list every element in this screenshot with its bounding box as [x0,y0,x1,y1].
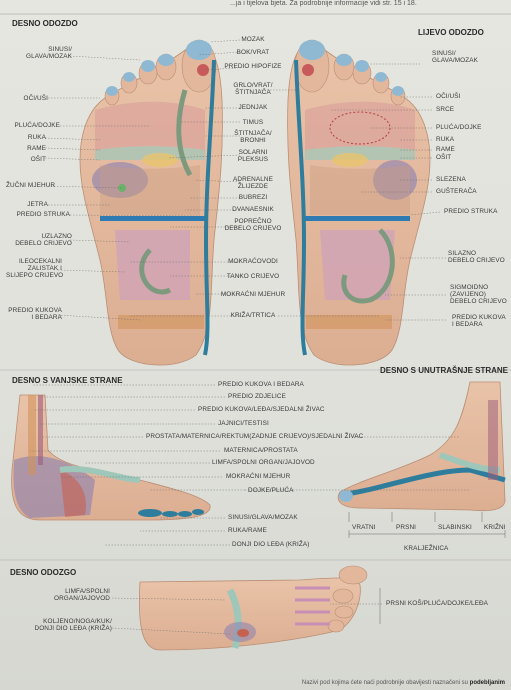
leader-lines [30,39,470,635]
inner-label-2: SLABINSKI [438,524,472,531]
inner-label-1: PRSNI [396,524,417,531]
right-sole-foot [79,39,223,366]
right-label-5: RAME [436,146,455,153]
left-label-8: PREDIO STRUKA [16,211,70,218]
left-label-0: SINUSI/GLAVA/MOZAK [26,46,72,60]
left-sole-foot [287,39,431,366]
center-label-1: BOK/VRAT [236,49,270,56]
center-label-3: GRLO/VRAT/ŠTITNJAČA [233,82,273,96]
right-label-8: GUŠTERAČA [436,188,477,195]
right-label-2: SRCE [436,106,455,113]
heading-outer-side: DESNO S VANJSKE STRANE [12,376,123,385]
inner-label-4: KRALJEŽNICA [404,545,449,552]
side-label-0: PREDIO KUKOVA I BEDARA [218,381,304,388]
inner-side-foot [337,381,506,512]
side-label-10: RUKA/RAME [228,527,267,534]
right-label-4: RUKA [436,136,455,143]
right-label-9: PREDIO STRUKA [444,208,498,215]
right-label-1: OČI/UŠI [436,93,461,100]
right-label-6: OŠIT [436,154,452,161]
center-label-9: BUBREZI [238,194,268,201]
top-left-label-1: KOLJENO/NOGA/KUK/DONJI DIO LEĐA (KRIŽA) [34,618,112,632]
left-label-1: OČI/UŠI [23,95,48,102]
left-label-4: RAME [27,145,46,152]
spine-brackets [348,512,506,624]
footer-note: Nazivi pod kojima ćete naći podrobnije o… [301,680,505,686]
heading-right-sole: DESNO ODOZDO [12,19,78,28]
left-label-5: OŠIT [30,156,46,163]
center-label-12: MOKRAĆOVODI [228,258,278,265]
center-label-5: TIMUS [242,119,264,126]
right-label-3: PLUĆA/DOJKE [436,124,482,131]
center-label-14: MOKRAĆNI MJEHUR [220,291,286,298]
heading-inner-side: DESNO S UNUTRAŠNJE STRANE [380,366,509,375]
right-label-0: SINUSI/GLAVA/MOZAK [432,50,478,64]
center-label-13: TANKO CRIJEVO [226,273,280,280]
left-label-6: ŽUČNI MJEHUR [6,182,56,189]
outer-side-foot [11,394,211,521]
inner-label-0: VRATNI [352,524,376,531]
left-label-7: JETRA [27,201,48,208]
left-label-2: PLUĆA/DOJKE [14,122,60,129]
heading-top-view: DESNO ODOZGO [10,568,77,577]
center-label-0: MOZAK [241,36,265,43]
side-label-3: JAJNICI/TESTISI [218,420,269,427]
center-label-6: ŠTITNJAČA/BRONHI [234,130,272,144]
side-label-8: DOJKE/PLUĆA [248,487,294,494]
top-right-label-0: PRSNI KOŠ/PLUĆA/DOJKE/LEĐA [386,600,489,607]
top-text: ...ja i tijelova bjeta. Za podrobnije in… [230,0,417,7]
side-label-6: LIMFA/SPOLNI ORGAN/JAJOVOD [212,459,315,466]
side-label-1: PREDIO ZDJELICE [228,393,286,400]
side-label-11: DONJI DIO LEĐA (KRIŽA) [232,541,310,548]
right-label-7: SLEZENA [436,176,466,183]
center-label-4: JEDNJAK [238,104,268,111]
side-label-5: MATERNICA/PROSTATA [224,447,298,454]
top-view-foot [138,565,368,651]
inner-label-3: KRIŽNI [484,524,506,531]
right-label-11: SIGMOIDNO(ZAVIJENO)DEBELO CRIJEVO [450,284,507,305]
left-label-3: RUKA [27,134,46,141]
side-label-2: PREDIO KUKOVA/LEĐA/SJEDALNI ŽIVAC [198,406,325,413]
center-label-10: DVANAESNIK [232,206,274,213]
side-label-4: PROSTATA/MATERNICA/REKTUM(ZADNJE CRIJEVO… [146,433,364,440]
side-label-7: MOKRAĆNI MJEHUR [226,473,291,480]
center-label-2: PREDIO HIPOFIZE [224,63,282,70]
heading-left-sole: LIJEVO ODOZDO [418,28,484,37]
center-label-15: KRIŽA/TRTICA [230,312,276,319]
side-label-9: SINUSI/GLAVA/MOZAK [228,514,298,521]
